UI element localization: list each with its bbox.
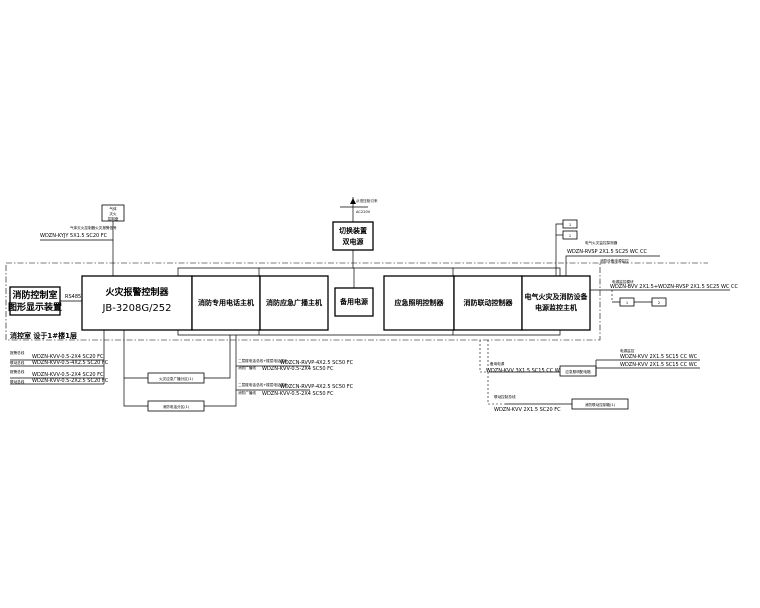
panel-emergency-lighting-controller: 应急照明控制器 xyxy=(383,275,455,331)
panel-fire-telephone-host: 消防专用电话主机 xyxy=(191,275,261,331)
right-sub-note: 消防设备电源监控 xyxy=(600,258,629,263)
left-note-2: 联动总线 xyxy=(10,360,25,365)
mid-note-2: 消防广播线 xyxy=(238,365,256,370)
panel-linkage-controller: 消防联动控制器 xyxy=(453,275,523,331)
right-top-note: 电气火灾监控探测器 xyxy=(585,240,618,245)
telephone-host-label: 消防专用电话主机 xyxy=(198,298,254,307)
br-cable-1-label: WDZN-KVV 3X1.5 SC15 CC WC xyxy=(486,368,564,374)
panel-electrical-fire-monitor: 电气火灾及消防设备 电源监控主机 xyxy=(521,275,591,331)
rs485-label: RS485 xyxy=(65,294,81,300)
gas-box-line1: 气体 xyxy=(109,206,117,211)
br-note-1: 备用电源 xyxy=(490,361,505,366)
right-cable-1-line xyxy=(565,255,660,276)
left-bus-drop-2 xyxy=(123,330,148,407)
right-cable-1-label: WDZN-RVSP 2X1.5 SC25 WC CC xyxy=(567,249,647,255)
broadcast-box-1-text: 火灾应急广播分区(1) xyxy=(159,376,193,381)
lighting-drop-line xyxy=(479,340,490,373)
incoming-power-label: AC220V xyxy=(356,210,371,214)
panel-display-line1: 消防控制室 xyxy=(12,289,57,301)
small-box-1-text: 1 xyxy=(626,301,628,305)
incoming-power-arrow xyxy=(350,198,356,204)
left-note-4: 联动总线 xyxy=(10,379,25,384)
top-bus-line xyxy=(177,267,561,276)
panel-fire-alarm-controller: 火灾报警控制器 JB-3208G/252 xyxy=(81,275,193,331)
electrical-monitor-line1: 电气火灾及消防设备 xyxy=(525,292,589,301)
controller-model: JB-3208G/252 xyxy=(101,303,171,314)
broadcast-host-label: 消防应急广播主机 xyxy=(266,298,322,307)
br-cable-2-label: WDZN-KVV 2X1.5 SC15 CC WC xyxy=(620,354,698,360)
bottom-bus-line xyxy=(177,330,561,336)
left-cable-1-label: WDZN-KVV-0.5-2X4 SC20 FC xyxy=(32,354,104,360)
panel-backup-power: 备用电源 xyxy=(334,287,374,317)
linkage-control-box: 消防联动控制箱(1) xyxy=(571,398,629,410)
small-box-2-text: 2 xyxy=(658,301,660,305)
small-box-1: 1 xyxy=(619,297,635,307)
electrical-monitor-line2: 电源监控主机 xyxy=(535,303,577,312)
left-note-1: 报警总线 xyxy=(10,350,25,355)
right-tag-box-2: 1 xyxy=(562,230,578,240)
br-cable-3-label: WDZN-KVV 2X1.5 SC15 CC WC xyxy=(620,362,698,368)
switch-device-line1: 切换装置 xyxy=(339,226,367,235)
switch-device-line2: 双电源 xyxy=(343,237,364,246)
panel-fire-control-display: 消防控制室 图形显示装置 xyxy=(8,286,62,316)
panel-emergency-broadcast-host: 消防应急广播主机 xyxy=(259,275,329,331)
mid-cable-3-label: WDZCN-RVVP-4X2.5 SC50 FC xyxy=(280,384,354,390)
broadcast-zone-box-1: 火灾应急广播分区(1) xyxy=(147,372,205,384)
right-tag-box-1: 1 xyxy=(562,219,578,229)
panel-display-line2: 图形显示装置 xyxy=(8,301,62,313)
right-tag-2-text: 1 xyxy=(569,234,571,238)
incoming-source-label: 从低压柜引来 xyxy=(356,198,378,203)
mid-cable-1-label: WDZCN-RVVP-4X2.5 SC50 FC xyxy=(280,360,354,366)
room-boundary xyxy=(5,262,601,341)
mid-note-1: 二层楼电话总线+楼层电话插孔 xyxy=(238,358,288,363)
left-cable-4-label: WDZN-KVV-0.5-2X2.5 SC20 FC xyxy=(32,378,109,384)
linkage-drop-line xyxy=(487,340,505,405)
left-cable-2-label: WDZN-KVV-0.5-4X2.5 SC20 FC xyxy=(32,360,109,366)
left-cable-3-label: WDZN-KVV-0.5-2X4 SC20 FC xyxy=(32,372,104,378)
mid-cable-2-label: WDZN-KVV-0.5-2X4 SC50 FC xyxy=(262,366,334,372)
lighting-box-text: 应急照明配电箱 xyxy=(565,369,591,374)
mid-cable-4-label: WDZN-KVV-0.5-2X4 SC50 FC xyxy=(262,391,334,397)
mid-bus-2 xyxy=(204,335,237,407)
linkage-controller-label: 消防联动控制器 xyxy=(464,298,514,307)
panel-gas-extinguishing: 气体 灭火 控制盘 xyxy=(101,204,125,222)
mid-bus-1 xyxy=(204,335,231,379)
lighting-distribution-box: 应急照明配电箱 xyxy=(559,365,597,377)
panel-switch-device: 切换装置 双电源 xyxy=(332,221,374,251)
br-cable-4-label: WDZN-KVV 2X1.5 SC20 FC xyxy=(494,407,561,413)
gas-box-line3: 控制盘 xyxy=(108,216,119,221)
linkage-box-text: 消防联动控制箱(1) xyxy=(585,402,616,407)
broadcast-zone-box-2: 消防电话分区(1) xyxy=(147,400,205,412)
left-note-3: 报警总线 xyxy=(10,369,25,374)
gas-box-line2: 灭火 xyxy=(109,211,117,216)
small-box-2: 2 xyxy=(651,297,667,307)
right-tag-line xyxy=(555,223,563,276)
mid-note-3: 二层楼电话总线+楼层电话插孔 xyxy=(238,382,288,387)
right-tag-1-text: 1 xyxy=(569,223,571,227)
broadcast-box-2-text: 消防电话分区(1) xyxy=(163,404,190,409)
right-note-3: 电源监控模块 xyxy=(612,279,634,284)
backup-power-label: 备用电源 xyxy=(339,297,368,306)
br-note-2: 电源监控 xyxy=(620,348,635,353)
right-cable-2-label: WDZN-BVV 2X1.5+WDZN-RVSP 2X1.5 SC25 WC C… xyxy=(610,284,738,290)
controller-name: 火灾报警控制器 xyxy=(105,286,169,298)
gas-line-label: 气体灭火控制器火灾报警信号 xyxy=(70,225,117,230)
room-label: 消控室 设于1#楼1层 xyxy=(10,331,77,340)
gas-cable-label: WDZN-KYJY 5X1.5 SC20 FC xyxy=(40,233,108,239)
lighting-controller-label: 应急照明控制器 xyxy=(395,298,445,307)
br-note-4: 联动控制总线 xyxy=(494,394,516,399)
mid-note-4: 消防广播线 xyxy=(238,390,256,395)
